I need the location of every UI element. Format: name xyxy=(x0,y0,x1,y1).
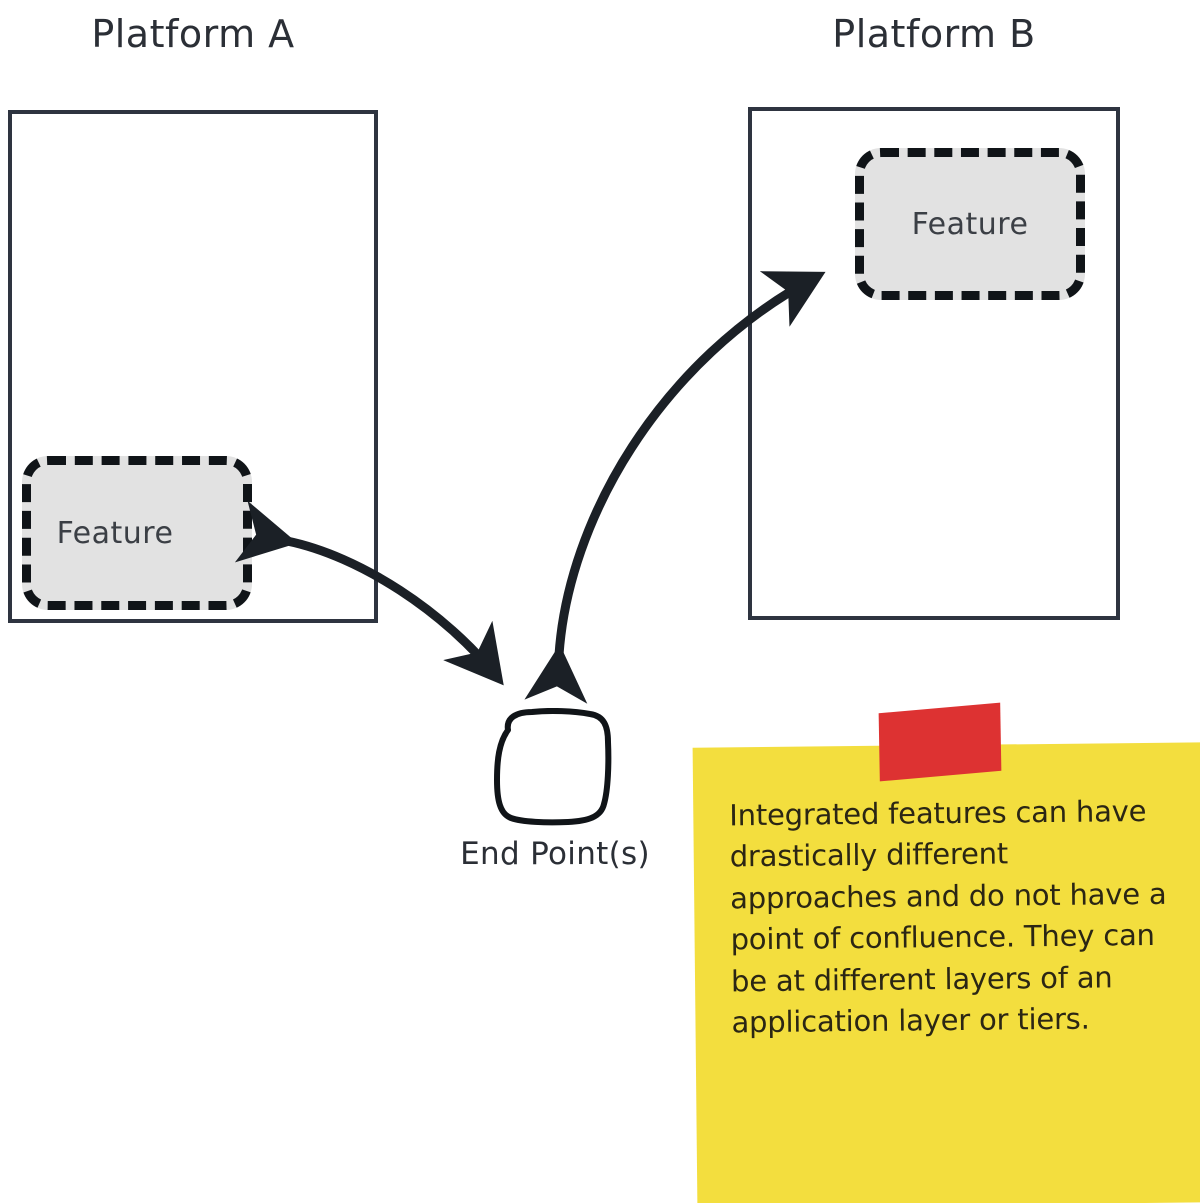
endpoint-node[interactable] xyxy=(494,708,612,826)
platform-a-container xyxy=(8,110,378,623)
sticky-note-text: Integrated features can have drastically… xyxy=(729,793,1167,1040)
feature-label-platform-b: Feature xyxy=(911,206,1029,242)
endpoint-label: End Point(s) xyxy=(460,836,650,872)
feature-node-platform-a[interactable]: Feature xyxy=(22,456,252,610)
sticky-note[interactable]: Integrated features can have drastically… xyxy=(692,742,1200,1203)
platform-a-title: Platform A xyxy=(91,12,295,56)
red-tape-icon xyxy=(878,702,1002,782)
feature-node-platform-b[interactable]: Feature xyxy=(855,148,1085,300)
platform-b-title: Platform B xyxy=(832,12,1036,56)
feature-label-platform-a: Feature xyxy=(56,515,174,551)
